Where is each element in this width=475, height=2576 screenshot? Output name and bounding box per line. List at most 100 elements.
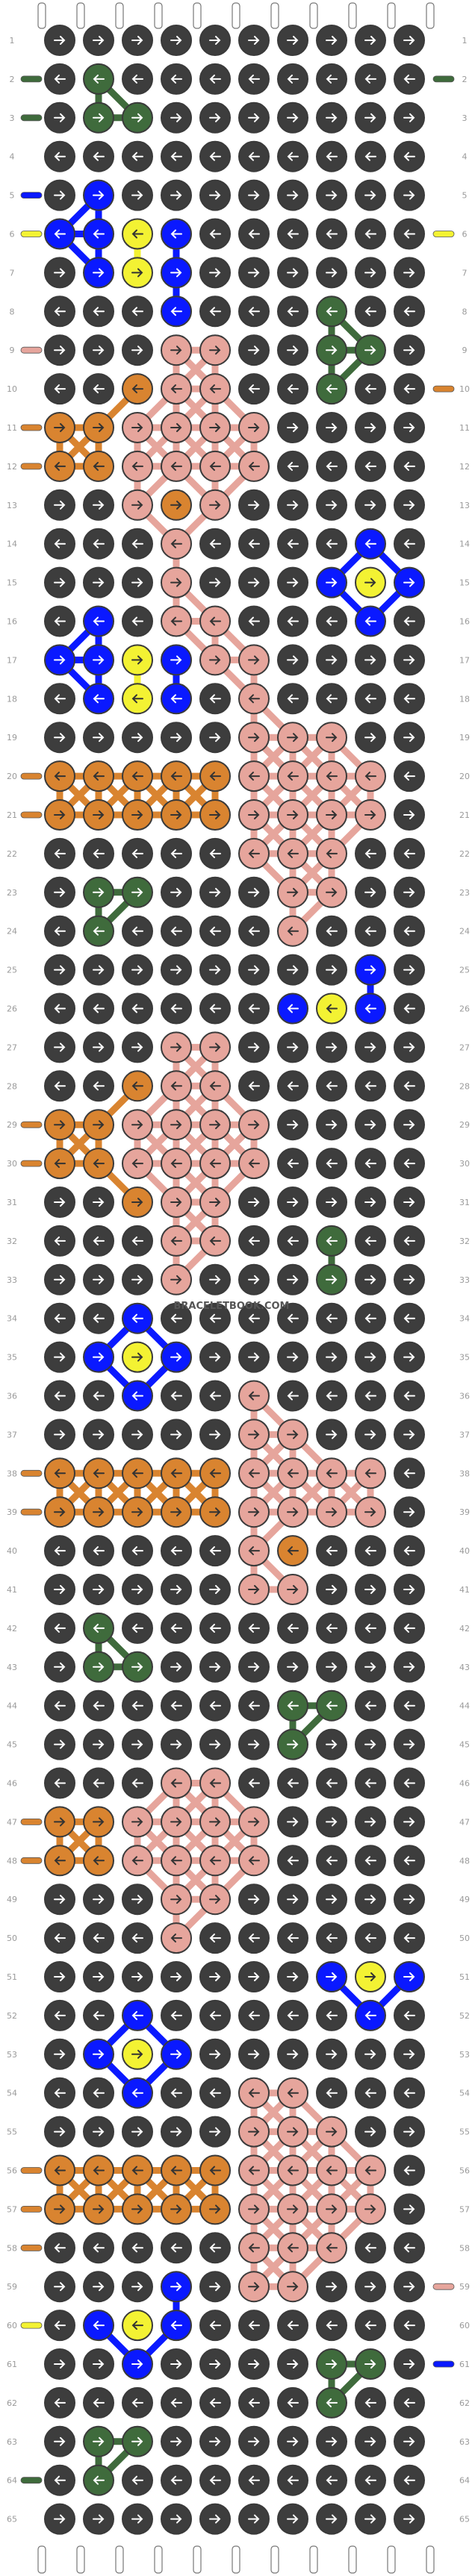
arrow-right-icon [364,1352,376,1362]
arrow-left-icon [248,926,260,936]
arrow-left-icon [54,1933,66,1943]
row-number-right: 63 [459,2437,470,2447]
arrow-right-icon [170,1895,182,1904]
arrow-right-icon [54,1352,66,1362]
right-strand-marker [432,385,455,393]
arrow-right-icon [364,733,376,743]
arrow-right-icon [54,2436,66,2446]
arrow-right-icon [287,655,299,665]
arrow-left-icon [364,1933,376,1943]
arrow-right-icon [326,2282,338,2292]
arrow-left-icon [287,616,299,626]
arrow-right-icon [131,2127,143,2136]
left-strand-marker [20,772,43,780]
arrow-right-icon [170,268,182,278]
arrow-left-icon [287,1623,299,1633]
arrow-right-icon [248,2436,260,2446]
row-number-left: 61 [7,2360,17,2369]
arrow-left-icon [54,1081,66,1091]
arrow-left-icon [403,772,415,781]
arrow-left-icon [364,2321,376,2330]
arrow-right-icon [131,1817,143,1827]
arrow-right-icon [248,2514,260,2524]
row-number-right: 3 [462,113,468,123]
left-strand-marker [20,1160,43,1167]
arrow-left-icon [170,2321,182,2330]
row-number-left: 33 [7,1275,17,1285]
arrow-left-icon [93,2321,105,2330]
arrow-right-icon [93,2204,105,2214]
row-number-right: 65 [459,2515,470,2525]
arrow-right-icon [403,190,415,200]
arrow-right-icon [287,1120,299,1130]
row-number-right: 64 [459,2476,470,2486]
arrow-right-icon [54,1430,66,1439]
arrow-left-icon [170,1933,182,1943]
arrow-left-icon [248,2321,260,2330]
arrow-left-icon [364,1546,376,1556]
arrow-left-icon [403,616,415,626]
arrow-left-icon [93,616,105,626]
arrow-right-icon [54,2514,66,2524]
arrow-right-icon [54,2204,66,2214]
arrow-left-icon [170,1856,182,1866]
arrow-left-icon [287,539,299,548]
arrow-right-icon [93,2282,105,2292]
arrow-right-icon [287,2049,299,2059]
arrow-right-icon [93,500,105,510]
right-strand-marker [432,2283,455,2290]
arrow-right-icon [287,1507,299,1517]
arrow-right-icon [364,113,376,122]
arrow-left-icon [403,461,415,471]
arrow-right-icon [248,578,260,587]
arrow-right-icon [403,1817,415,1827]
arrow-right-icon [326,1895,338,1904]
arrow-left-icon [209,1701,221,1710]
arrow-left-icon [209,74,221,84]
arrow-right-icon [364,2127,376,2136]
arrow-left-icon [170,616,182,626]
arrow-left-icon [364,1701,376,1710]
arrow-right-icon [54,1120,66,1130]
row-number-right: 46 [459,1779,470,1789]
arrow-right-icon [403,810,415,819]
arrow-right-icon [93,1042,105,1052]
arrow-right-icon [93,1352,105,1362]
arrow-left-icon [364,2010,376,2020]
arrow-left-icon [364,2243,376,2253]
arrow-right-icon [326,1430,338,1439]
arrow-right-icon [54,1507,66,1517]
arrow-right-icon [131,1042,143,1052]
arrow-right-icon [170,2360,182,2369]
arrow-right-icon [170,578,182,587]
arrow-left-icon [326,2243,338,2253]
arrow-right-icon [326,2204,338,2214]
arrow-right-icon [326,2127,338,2136]
arrow-left-icon [364,2088,376,2098]
arrow-right-icon [93,1507,105,1517]
arrow-left-icon [209,772,221,781]
top-thread-end [154,2,163,29]
row-number-left: 36 [7,1392,17,1401]
arrow-left-icon [287,1856,299,1866]
arrow-right-icon [209,2204,221,2214]
arrow-left-icon [170,74,182,84]
arrow-right-icon [170,2436,182,2446]
row-number-left: 27 [7,1042,17,1052]
arrow-left-icon [54,307,66,316]
arrow-right-icon [209,1275,221,1284]
arrow-left-icon [364,1313,376,1323]
arrow-right-icon [54,1042,66,1052]
arrow-right-icon [248,423,260,432]
arrow-left-icon [248,1391,260,1401]
arrow-right-icon [54,1585,66,1594]
arrow-left-icon [403,2398,415,2407]
arrow-left-icon [326,1546,338,1556]
arrow-right-icon [403,2436,415,2446]
arrow-right-icon [131,36,143,45]
arrow-left-icon [209,1546,221,1556]
arrow-left-icon [364,307,376,316]
arrow-right-icon [403,36,415,45]
arrow-right-icon [403,2514,415,2524]
